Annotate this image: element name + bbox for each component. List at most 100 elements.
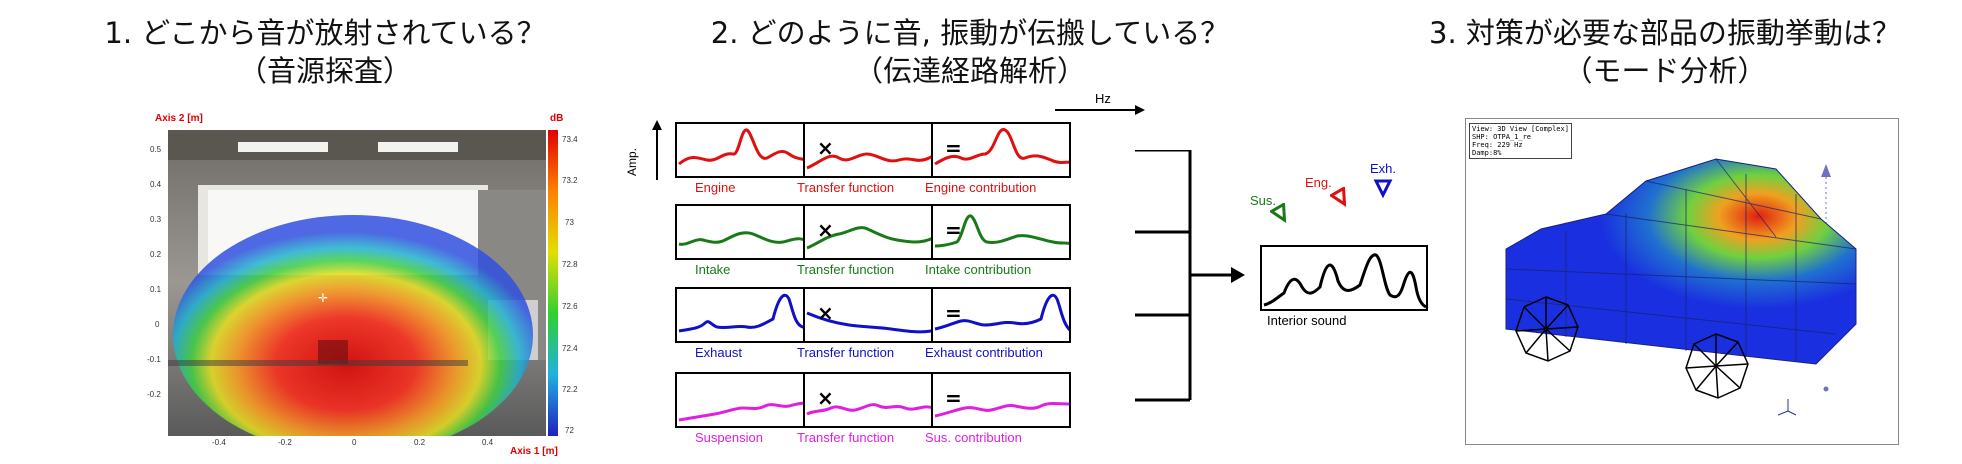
db-unit-label: dB	[550, 113, 564, 124]
y-tick: 0.4	[150, 180, 162, 189]
transfer-function-box	[803, 122, 943, 178]
spectrum-line	[678, 401, 813, 422]
axis-triad-icon	[1777, 399, 1797, 416]
car-body	[1505, 158, 1857, 365]
axis1-label: Axis 1 [m]	[510, 446, 558, 457]
spectrum-line	[806, 152, 941, 170]
colorbar-tick: 73.4	[562, 135, 578, 144]
amp-label: Amp.	[625, 147, 640, 177]
car-mode-shape	[1505, 158, 1857, 416]
panel2-title-line1: 2. どのように音, 振動が伝搬している？	[710, 16, 1230, 50]
acoustic-map-image: ✛	[168, 130, 546, 436]
combine-bracket	[1135, 150, 1245, 402]
heatmap-blob	[173, 215, 533, 436]
transfer-label: Transfer function	[797, 180, 895, 195]
info-line: SHP: OTPA_1_re	[1472, 133, 1532, 141]
multiply-operator: ×	[817, 218, 834, 242]
contribution-box	[931, 372, 1071, 428]
spectrum-line	[678, 293, 813, 333]
source-spectrum-box	[675, 204, 815, 260]
hz-arrow	[1055, 105, 1145, 115]
modal-info-box: View: 3D View [Complex] SHP: OTPA_1_re F…	[1469, 123, 1572, 159]
transfer-label: Transfer function	[797, 345, 895, 360]
info-line: Damp:8%	[1472, 149, 1502, 157]
colorbar	[548, 130, 558, 436]
contribution-box	[931, 122, 1071, 178]
source-spectrum-box	[675, 122, 815, 178]
transfer-label: Transfer function	[797, 262, 895, 277]
equals-operator: =	[945, 136, 962, 160]
spectrum-curve	[678, 293, 813, 333]
colorbar-tick: 72.6	[562, 302, 578, 311]
eng-marker-icon	[1330, 187, 1347, 207]
spectrum-curve	[806, 152, 941, 170]
x-tick: 0.2	[414, 438, 426, 447]
front-wheel-icon	[1515, 296, 1579, 362]
axis2-label: Axis 2 [m]	[155, 113, 203, 124]
equals-operator: =	[945, 386, 962, 410]
contribution-label: Intake contribution	[925, 262, 1032, 277]
y-tick: 0	[155, 320, 160, 329]
x-tick: -0.2	[278, 438, 292, 447]
transfer-label: Transfer function	[797, 430, 895, 445]
contribution-label: Exhaust contribution	[925, 345, 1043, 360]
eng-marker-label: Eng.	[1305, 175, 1332, 190]
modal-panel: View: 3D View [Complex] SHP: OTPA_1_re F…	[1465, 118, 1899, 445]
spectrum-curve	[934, 402, 1069, 418]
panel3-title-line1: 3. 対策が必要な部品の振動挙動は？	[1429, 16, 1901, 50]
y-tick: 0.1	[150, 285, 162, 294]
panel1-title-line2: （音源探査）	[237, 54, 412, 88]
spectrum-line	[934, 128, 1069, 166]
source-spectrum-box	[675, 372, 815, 428]
colorbar-tick: 72.4	[562, 344, 578, 353]
spectrum-curve	[934, 293, 1069, 332]
contribution-box	[931, 287, 1071, 343]
tpa-diagram: Hz Amp. Interior sound Sus. Eng. Exh. En…	[625, 91, 1450, 460]
contribution-box	[931, 204, 1071, 260]
colorbar-tick: 72	[565, 426, 574, 435]
panel3-title: 3. 対策が必要な部品の振動挙動は？ （モード分析）	[1370, 14, 1960, 90]
crosshair-icon: ✛	[318, 291, 328, 305]
interior-curve	[1263, 253, 1426, 309]
multiply-operator: ×	[817, 301, 834, 325]
contribution-label: Sus. contribution	[925, 430, 1022, 445]
y-tick: 0.5	[150, 145, 162, 154]
panel1-title-line1: 1. どこから音が放射されている？	[104, 16, 546, 50]
interior-sound-label: Interior sound	[1267, 313, 1347, 328]
y-tick: -0.2	[147, 390, 161, 399]
panel3-title-line2: （モード分析）	[1563, 54, 1767, 88]
spectrum-line	[934, 214, 1069, 248]
panel2-title-line2: （伝達経路解析）	[853, 54, 1086, 88]
equals-operator: =	[945, 301, 962, 325]
source-label: Exhaust	[695, 345, 742, 360]
y-tick: -0.1	[147, 355, 161, 364]
info-line: Freq: 229 Hz	[1472, 141, 1523, 149]
x-tick: -0.4	[212, 438, 226, 447]
spectrum-line	[678, 128, 813, 166]
interior-sound-plot	[1260, 245, 1428, 311]
spectrum-line	[934, 293, 1069, 332]
spectrum-curve	[934, 214, 1069, 248]
source-spectrum-box	[675, 287, 815, 343]
contribution-label: Engine contribution	[925, 180, 1037, 195]
x-tick: 0.4	[482, 438, 494, 447]
y-tick: 0.2	[150, 250, 162, 259]
spectrum-curve	[678, 231, 813, 248]
source-label: Engine	[695, 180, 736, 195]
sus-marker-icon	[1270, 203, 1287, 223]
colorbar-tick: 72.2	[562, 385, 578, 394]
acoustic-map-panel: Axis 2 [m] dB Axis 1 [m]	[147, 110, 580, 460]
colorbar-tick: 72.8	[562, 260, 578, 269]
source-label: Suspension	[695, 430, 763, 445]
spectrum-curve	[934, 128, 1069, 166]
sus-marker-label: Sus.	[1250, 193, 1277, 208]
equals-operator: =	[945, 218, 962, 242]
hz-label: Hz	[1095, 91, 1111, 106]
y-tick: 0.3	[150, 215, 162, 224]
amp-arrow	[652, 120, 662, 180]
info-line: View: 3D View [Complex]	[1472, 125, 1569, 133]
panel1-title: 1. どこから音が放射されている？ （音源探査）	[40, 14, 610, 90]
rear-wheel-icon	[1685, 333, 1749, 399]
source-label: Intake	[695, 262, 731, 277]
panel2-title: 2. どのように音, 振動が伝搬している？ （伝達経路解析）	[640, 14, 1300, 90]
